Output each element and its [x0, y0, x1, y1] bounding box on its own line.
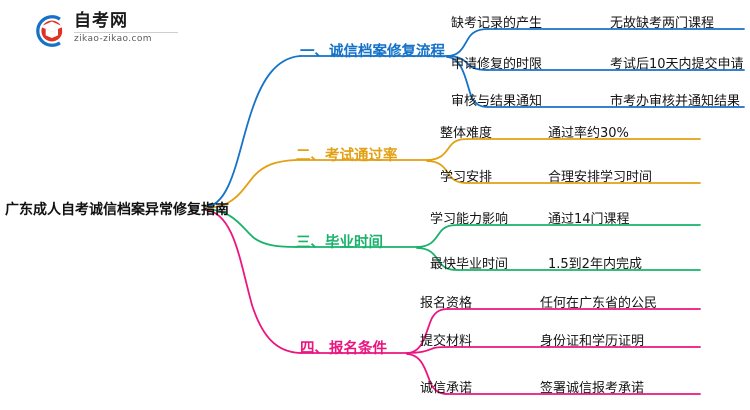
leaf-key-2-2[interactable]: 学习安排	[440, 170, 493, 185]
branch-2-link-2	[426, 160, 469, 184]
site-logo: 自考网 zikao-zikao.com	[30, 11, 180, 51]
logo-name: 自考网	[74, 11, 128, 31]
leaf-key-3-1[interactable]: 学习能力影响	[430, 212, 509, 227]
leaf-key-3-2[interactable]: 最快毕业时间	[430, 257, 509, 272]
central-topic: 广东成人自考诚信档案异常修复指南	[5, 202, 229, 218]
logo-text-block: 自考网 zikao-zikao.com	[74, 11, 178, 45]
logo-domain: zikao-zikao.com	[74, 34, 152, 44]
branch-4-link-3	[406, 353, 449, 395]
branch-1-link-3	[446, 56, 489, 108]
logo-divider	[74, 32, 178, 33]
leaf-key-4-1[interactable]: 报名资格	[420, 296, 473, 311]
leaf-value-1-3[interactable]: 市考办审核并通知结果	[610, 94, 741, 109]
leaf-value-4-1[interactable]: 任何在广东省的公民	[540, 296, 658, 311]
trunk-line-3	[204, 208, 297, 248]
branch-3-link-1	[416, 224, 459, 248]
branch-label-4[interactable]: 四、报名条件	[300, 341, 387, 357]
leaf-key-1-3[interactable]: 审核与结果通知	[451, 94, 543, 109]
leaf-value-1-1[interactable]: 无故缺考两门课程	[610, 16, 715, 31]
branch-1-link-1	[446, 28, 489, 57]
leaf-key-4-3[interactable]: 诚信承诺	[420, 381, 473, 396]
branch-2-link-1	[426, 138, 469, 161]
trunk-line-1	[204, 55, 301, 208]
leaf-value-1-2[interactable]: 考试后10天内提交申请	[610, 57, 744, 72]
leaf-value-4-3[interactable]: 签署诚信报考承诺	[540, 381, 645, 396]
branch-1-link-2	[446, 55, 489, 71]
leaf-key-2-1[interactable]: 整体难度	[440, 126, 493, 141]
branch-4-link-1	[406, 308, 449, 354]
branch-label-3[interactable]: 三、毕业时间	[296, 235, 383, 251]
leaf-key-4-2[interactable]: 提交材料	[420, 334, 473, 349]
leaf-value-3-2[interactable]: 1.5到2年内完成	[548, 257, 642, 272]
leaf-key-1-2[interactable]: 申请修复的时限	[451, 57, 543, 72]
leaf-value-3-1[interactable]: 通过14门课程	[548, 212, 630, 227]
leaf-value-2-2[interactable]: 合理安排学习时间	[548, 170, 653, 185]
branch-4-link-2	[406, 346, 449, 354]
branch-label-2[interactable]: 二、考试通过率	[296, 148, 398, 164]
trunk-line-4	[204, 209, 301, 354]
branch-3-link-2	[416, 247, 459, 271]
branch-label-1[interactable]: 一、诚信档案修复流程	[300, 44, 445, 60]
graduation-cap-icon	[36, 15, 64, 47]
leaf-value-4-2[interactable]: 身份证和学历证明	[540, 334, 645, 349]
leaf-key-1-1[interactable]: 缺考记录的产生	[451, 16, 543, 31]
trunk-line-2	[204, 159, 297, 209]
leaf-value-2-1[interactable]: 通过率约30%	[548, 126, 629, 141]
